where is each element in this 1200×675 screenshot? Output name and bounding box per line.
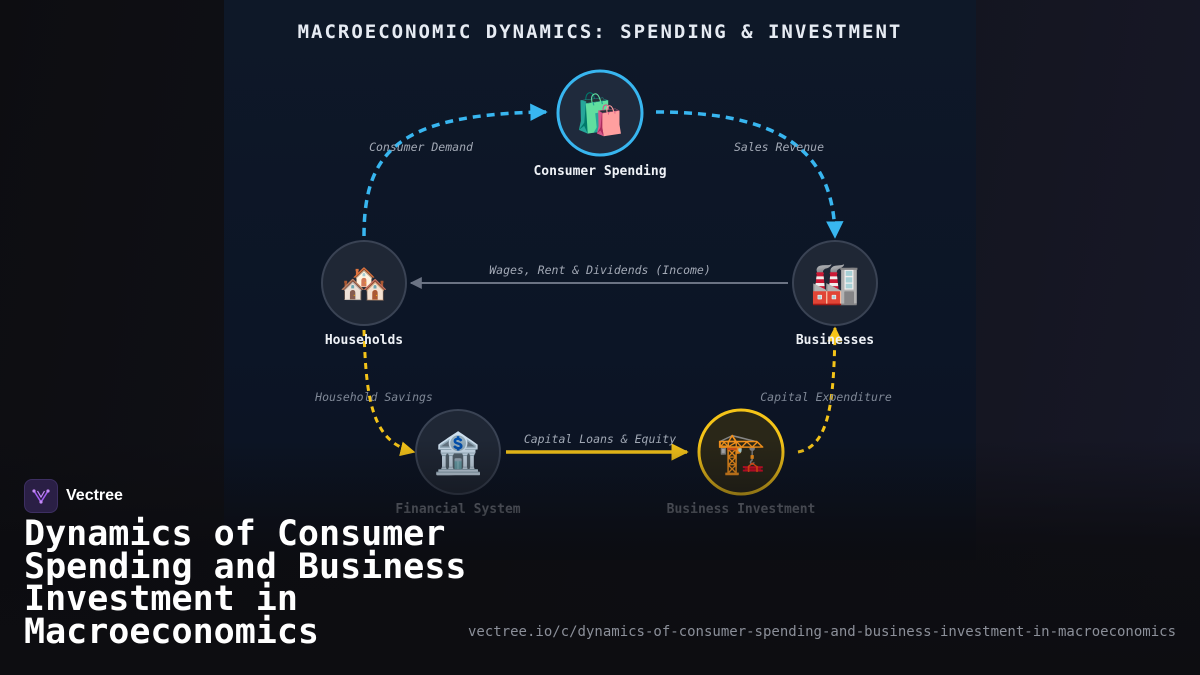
houses-icon: 🏘️ bbox=[339, 261, 389, 307]
vectree-logo-icon bbox=[24, 479, 58, 513]
node-label-households: Households bbox=[325, 333, 403, 348]
brand-name: Vectree bbox=[66, 487, 123, 504]
node-financial-system: 🏦 Financial System bbox=[395, 409, 521, 517]
node-label-consumer-spending: Consumer Spending bbox=[533, 164, 666, 179]
label-consumer-demand: Consumer Demand bbox=[369, 140, 474, 154]
node-business-investment: 🏗️ Business Investment bbox=[667, 408, 816, 517]
factory-icon: 🏭 bbox=[810, 261, 860, 307]
page-headline: Dynamics of Consumer Spending and Busine… bbox=[24, 514, 467, 652]
edge-capital-expenditure bbox=[797, 326, 843, 454]
diagram-title: MACROECONOMIC DYNAMICS: SPENDING & INVES… bbox=[298, 21, 903, 43]
construction-crane-icon: 🏗️ bbox=[716, 431, 766, 477]
shopping-bags-icon: 🛍️ bbox=[575, 91, 625, 138]
node-label-businesses: Businesses bbox=[796, 333, 874, 348]
edge-consumer-demand bbox=[362, 103, 548, 237]
node-businesses: 🏭 Businesses bbox=[792, 240, 878, 348]
brand: Vectree bbox=[24, 479, 123, 513]
node-consumer-spending: 🛍️ Consumer Spending bbox=[533, 69, 667, 179]
label-capital-expenditure: Capital Expenditure bbox=[760, 390, 892, 404]
label-capital-loans: Capital Loans & Equity bbox=[524, 432, 676, 446]
page-url[interactable]: vectree.io/c/dynamics-of-consumer-spendi… bbox=[467, 624, 1176, 640]
edge-household-savings bbox=[362, 329, 416, 457]
label-household-savings: Household Savings bbox=[314, 390, 433, 404]
label-sales-revenue: Sales Revenue bbox=[734, 140, 824, 154]
label-income: Wages, Rent & Dividends (Income) bbox=[489, 263, 711, 277]
bank-icon: 🏦 bbox=[433, 430, 483, 477]
node-households: 🏘️ Households bbox=[321, 240, 407, 348]
node-label-business-investment: Business Investment bbox=[667, 502, 816, 517]
edge-sales-revenue bbox=[655, 110, 844, 239]
